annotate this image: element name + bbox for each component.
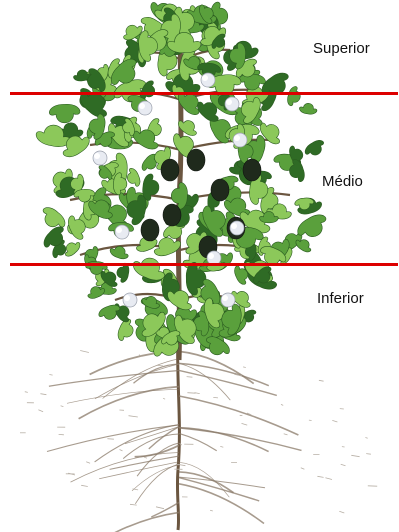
zone-label-medio: Médio <box>322 173 363 190</box>
green-boll <box>187 149 205 171</box>
soil-speck <box>339 511 344 513</box>
lateral-root <box>106 512 179 532</box>
green-boll <box>161 159 179 181</box>
cotton-fiber <box>202 75 208 81</box>
soil-speck <box>341 464 346 466</box>
cotton-fiber <box>222 295 228 301</box>
lateral-root <box>79 387 179 419</box>
soil-speck <box>107 439 114 440</box>
soil-speck <box>38 410 43 412</box>
soil-speck <box>25 392 28 393</box>
soil-speck <box>220 446 223 447</box>
soil-speck <box>61 406 64 407</box>
lateral-root <box>49 371 179 387</box>
soil-speck <box>187 393 195 394</box>
soil-speck <box>366 454 371 455</box>
soil-speck <box>242 423 248 425</box>
soil-speck <box>144 457 147 458</box>
soil-speck <box>129 416 138 417</box>
soil-speck <box>281 404 283 405</box>
divider-line-upper <box>10 92 398 95</box>
plant-foliage <box>35 0 332 364</box>
lateral-root <box>179 433 217 450</box>
soil-speck <box>325 478 332 480</box>
soil-speck <box>40 394 46 395</box>
leaf <box>303 138 328 160</box>
leaf <box>299 102 318 115</box>
divider-line-lower <box>10 263 398 266</box>
cotton-fiber <box>226 99 232 105</box>
cotton-fiber <box>139 103 145 109</box>
soil-speck <box>317 476 323 477</box>
leaf <box>286 85 303 108</box>
soil-speck <box>81 485 88 486</box>
lateral-root <box>67 389 179 403</box>
cotton-fiber <box>116 227 122 233</box>
soil-speck <box>130 504 137 505</box>
soil-speck <box>319 380 324 381</box>
green-boll <box>211 179 229 201</box>
green-boll <box>141 219 159 241</box>
cotton-fiber <box>234 135 240 141</box>
soil-speck <box>351 455 359 456</box>
lateral-root <box>149 427 179 449</box>
soil-speck <box>157 365 163 366</box>
soil-speck <box>284 434 288 435</box>
soil-speck <box>332 420 337 422</box>
soil-speck <box>213 397 218 398</box>
soil-speck <box>120 450 123 451</box>
soil-speck <box>210 510 213 511</box>
soil-speck <box>243 367 246 368</box>
soil-speck <box>187 377 193 378</box>
cotton-fiber <box>124 295 130 301</box>
soil-speck <box>365 438 367 439</box>
soil-speck <box>163 398 165 399</box>
cotton-fiber <box>208 253 214 259</box>
soil-speck <box>86 462 90 464</box>
soil-speck <box>49 375 52 376</box>
lateral-root <box>179 363 269 385</box>
soil-speck <box>80 351 89 353</box>
zone-label-inferior: Inferior <box>317 290 364 307</box>
root-system <box>20 330 377 532</box>
zone-label-superior: Superior <box>313 40 370 57</box>
soil-speck <box>301 468 305 470</box>
soil-speck <box>156 507 164 509</box>
cotton-fiber <box>231 223 237 229</box>
green-boll <box>243 159 261 181</box>
lateral-root <box>99 462 179 479</box>
cotton-fiber <box>94 153 100 159</box>
green-boll <box>163 204 181 226</box>
lateral-root <box>179 364 230 401</box>
leaf <box>49 104 80 124</box>
